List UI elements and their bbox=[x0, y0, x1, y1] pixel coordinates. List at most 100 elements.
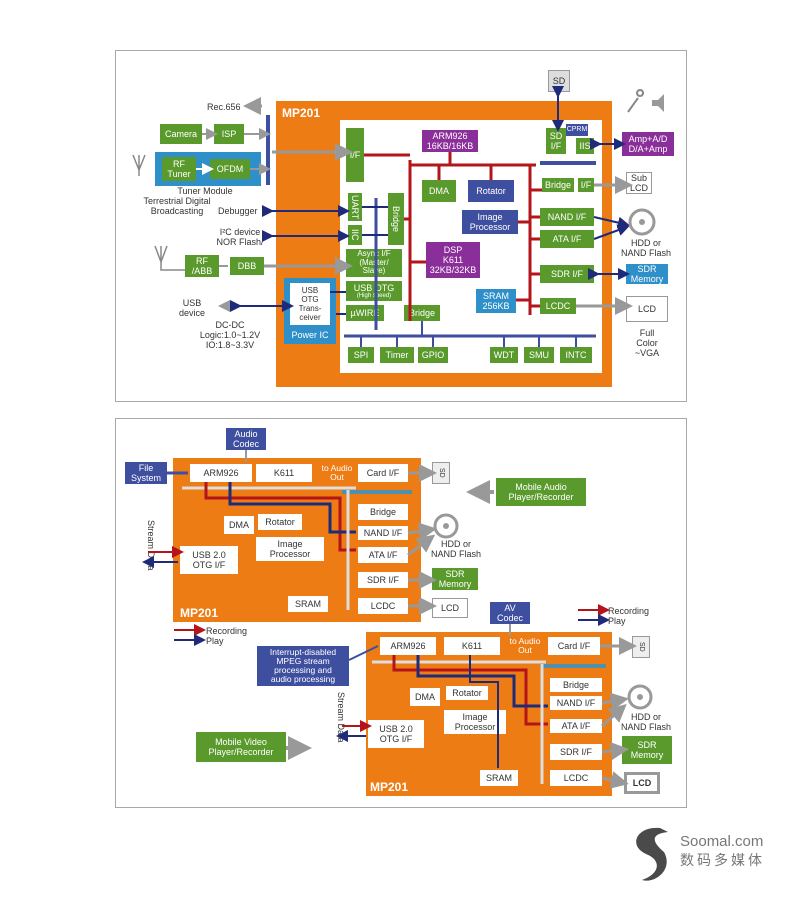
audio-rotator-block: Rotator bbox=[258, 514, 302, 530]
usb-otg-label: USB OTG bbox=[353, 283, 395, 293]
rec656-label: Rec.656 bbox=[207, 102, 241, 112]
audio-nand-if-block: NAND I/F bbox=[358, 526, 408, 540]
bridge-right-block: Bridge bbox=[542, 178, 574, 192]
top-chip-title: MP201 bbox=[282, 106, 321, 120]
wdt-block: WDT bbox=[490, 347, 518, 363]
hdd-nand-label: HDD or NAND Flash bbox=[620, 238, 671, 258]
video-bridge-block: Bridge bbox=[550, 678, 602, 692]
dbb-block: DBB bbox=[230, 257, 264, 275]
video-dma-block: DMA bbox=[410, 688, 440, 706]
audio-lcdc-block: LCDC bbox=[358, 598, 408, 614]
tuner-module-label: Tuner Module bbox=[177, 186, 233, 196]
amp-block: Amp+A/D D/A+Amp bbox=[622, 132, 674, 156]
audio-dma-block: DMA bbox=[224, 516, 254, 534]
spi-block: SPI bbox=[348, 347, 374, 363]
video-image-processor-block: Image Processor bbox=[444, 710, 506, 734]
video-chip-title: MP201 bbox=[370, 780, 409, 794]
bridge-vertical: Bridge bbox=[388, 193, 404, 245]
usb-otg-transceiver: USB OTG Trans- ceiver bbox=[290, 283, 330, 325]
ofdm-block: OFDM bbox=[210, 159, 250, 179]
video-sram-block: SRAM bbox=[480, 770, 518, 786]
legend-recording-1: Recording bbox=[206, 626, 248, 636]
legend-play-1: Play bbox=[206, 636, 224, 646]
sram-block: SRAM 256KB bbox=[476, 289, 516, 313]
sdr-if-block: SDR I/F bbox=[540, 265, 594, 283]
iis-block: IIS bbox=[576, 138, 594, 154]
audio-ata-if-block: ATA I/F bbox=[358, 547, 408, 563]
audio-sdr-if-block: SDR I/F bbox=[358, 572, 408, 588]
dma-block: DMA bbox=[422, 180, 456, 202]
audio-image-processor-block: Image Processor bbox=[256, 537, 324, 561]
dcdc-label: DC-DC Logic:1.0~1.2V IO:1.8~3.3V bbox=[199, 320, 261, 350]
audio-sdr-memory-block: SDR Memory bbox=[432, 568, 478, 590]
ata-if-block: ATA I/F bbox=[540, 230, 594, 248]
usb-otg-sublabel: (High speed) bbox=[356, 293, 392, 299]
usb-device-label: USB device bbox=[178, 298, 205, 318]
audio-card-if-block: Card I/F bbox=[358, 464, 408, 482]
audio-codec-block: Audio Codec bbox=[226, 428, 266, 450]
audio-hdd-nand-label: HDD or NAND Flash bbox=[430, 539, 481, 559]
video-lcdc-block: LCDC bbox=[550, 770, 602, 786]
video-ata-if-block: ATA I/F bbox=[550, 719, 602, 733]
iic-block: IIC bbox=[348, 225, 362, 245]
audio-k611-block: K611 bbox=[256, 464, 312, 482]
lcd-block: LCD bbox=[626, 296, 668, 322]
debugger-label: Debugger bbox=[218, 206, 258, 216]
video-sdr-if-block: SDR I/F bbox=[550, 744, 602, 760]
mobile-video-block: Mobile Video Player/Recorder bbox=[196, 732, 286, 762]
intc-block: INTC bbox=[560, 347, 592, 363]
av-codec-block: AV Codec bbox=[490, 602, 530, 624]
audio-chip-title: MP201 bbox=[180, 606, 219, 620]
async-if-block: Async I/F (Master/ Slave) bbox=[346, 249, 402, 277]
video-to-audio-out-label: to Audio Out bbox=[509, 636, 541, 655]
watermark-line1: Soomal.com bbox=[680, 833, 764, 850]
full-color-label: Full Color ~VGA bbox=[634, 328, 660, 358]
cprm-block: CPRM bbox=[566, 124, 588, 136]
video-hdd-nand-label: HDD or NAND Flash bbox=[620, 712, 671, 732]
isp-block: ISP bbox=[214, 124, 244, 144]
timer-block: Timer bbox=[380, 347, 414, 363]
legend-play-2: Play bbox=[608, 616, 626, 626]
gpio-block: GPIO bbox=[418, 347, 448, 363]
uart-block: UART bbox=[348, 193, 362, 221]
audio-bridge-block: Bridge bbox=[358, 504, 408, 520]
video-arm926-block: ARM926 bbox=[380, 637, 436, 655]
mobile-audio-block: Mobile Audio Player/Recorder bbox=[496, 478, 586, 506]
lcdc-block: LCDC bbox=[540, 298, 576, 314]
soomal-logo-icon bbox=[636, 827, 668, 881]
audio-arm926-block: ARM926 bbox=[190, 464, 252, 482]
audio-to-audio-out-label: to Audio Out bbox=[321, 463, 353, 482]
i2c-device-label: I²C device NOR Flash/ bbox=[216, 227, 264, 247]
dsp-block: DSP K611 32KB/32KB bbox=[426, 242, 480, 278]
usb-otg-block: USB OTG (High speed) bbox=[346, 281, 402, 301]
power-ic-label: Power IC bbox=[291, 330, 329, 340]
rotator-block: Rotator bbox=[468, 180, 514, 202]
interrupt-block: Interrupt-disabled MPEG stream processin… bbox=[257, 646, 349, 686]
video-nand-if-block: NAND I/F bbox=[550, 696, 602, 710]
camera-block: Camera bbox=[160, 124, 202, 144]
video-sdr-memory-block: SDR Memory bbox=[622, 736, 672, 764]
legend-recording-2: Recording bbox=[608, 606, 650, 616]
video-k611-block: K611 bbox=[444, 637, 500, 655]
arm926-block: ARM926 16KB/16KB bbox=[422, 130, 478, 152]
image-processor-block: Image Processor bbox=[462, 210, 518, 234]
rf-abb-block: RF /ABB bbox=[185, 255, 219, 277]
sdr-memory-block: SDR Memory bbox=[626, 264, 668, 284]
video-card-if-block: Card I/F bbox=[548, 637, 600, 655]
watermark-line2: 数码多媒体 bbox=[680, 852, 765, 868]
sd-if-block: SD I/F bbox=[546, 128, 566, 154]
if-left-block: I/F bbox=[346, 128, 364, 182]
nand-if-block: NAND I/F bbox=[540, 208, 594, 226]
smu-block: SMU bbox=[524, 347, 554, 363]
if-right-block: I/F bbox=[578, 178, 594, 192]
bridge-bottom-block: Bridge bbox=[404, 305, 440, 321]
audio-lcd-block: LCD bbox=[432, 598, 468, 618]
audio-usb-block: USB 2.0 OTG I/F bbox=[180, 546, 238, 574]
terrestrial-label: Terrestrial Digital Broadcasting bbox=[143, 196, 211, 216]
file-system-block: File System bbox=[125, 462, 167, 484]
audio-sram-block: SRAM bbox=[288, 596, 328, 612]
video-usb-block: USB 2.0 OTG I/F bbox=[368, 720, 424, 748]
rf-tuner-block: RF Tuner bbox=[162, 157, 196, 181]
video-rotator-block: Rotator bbox=[446, 686, 488, 700]
